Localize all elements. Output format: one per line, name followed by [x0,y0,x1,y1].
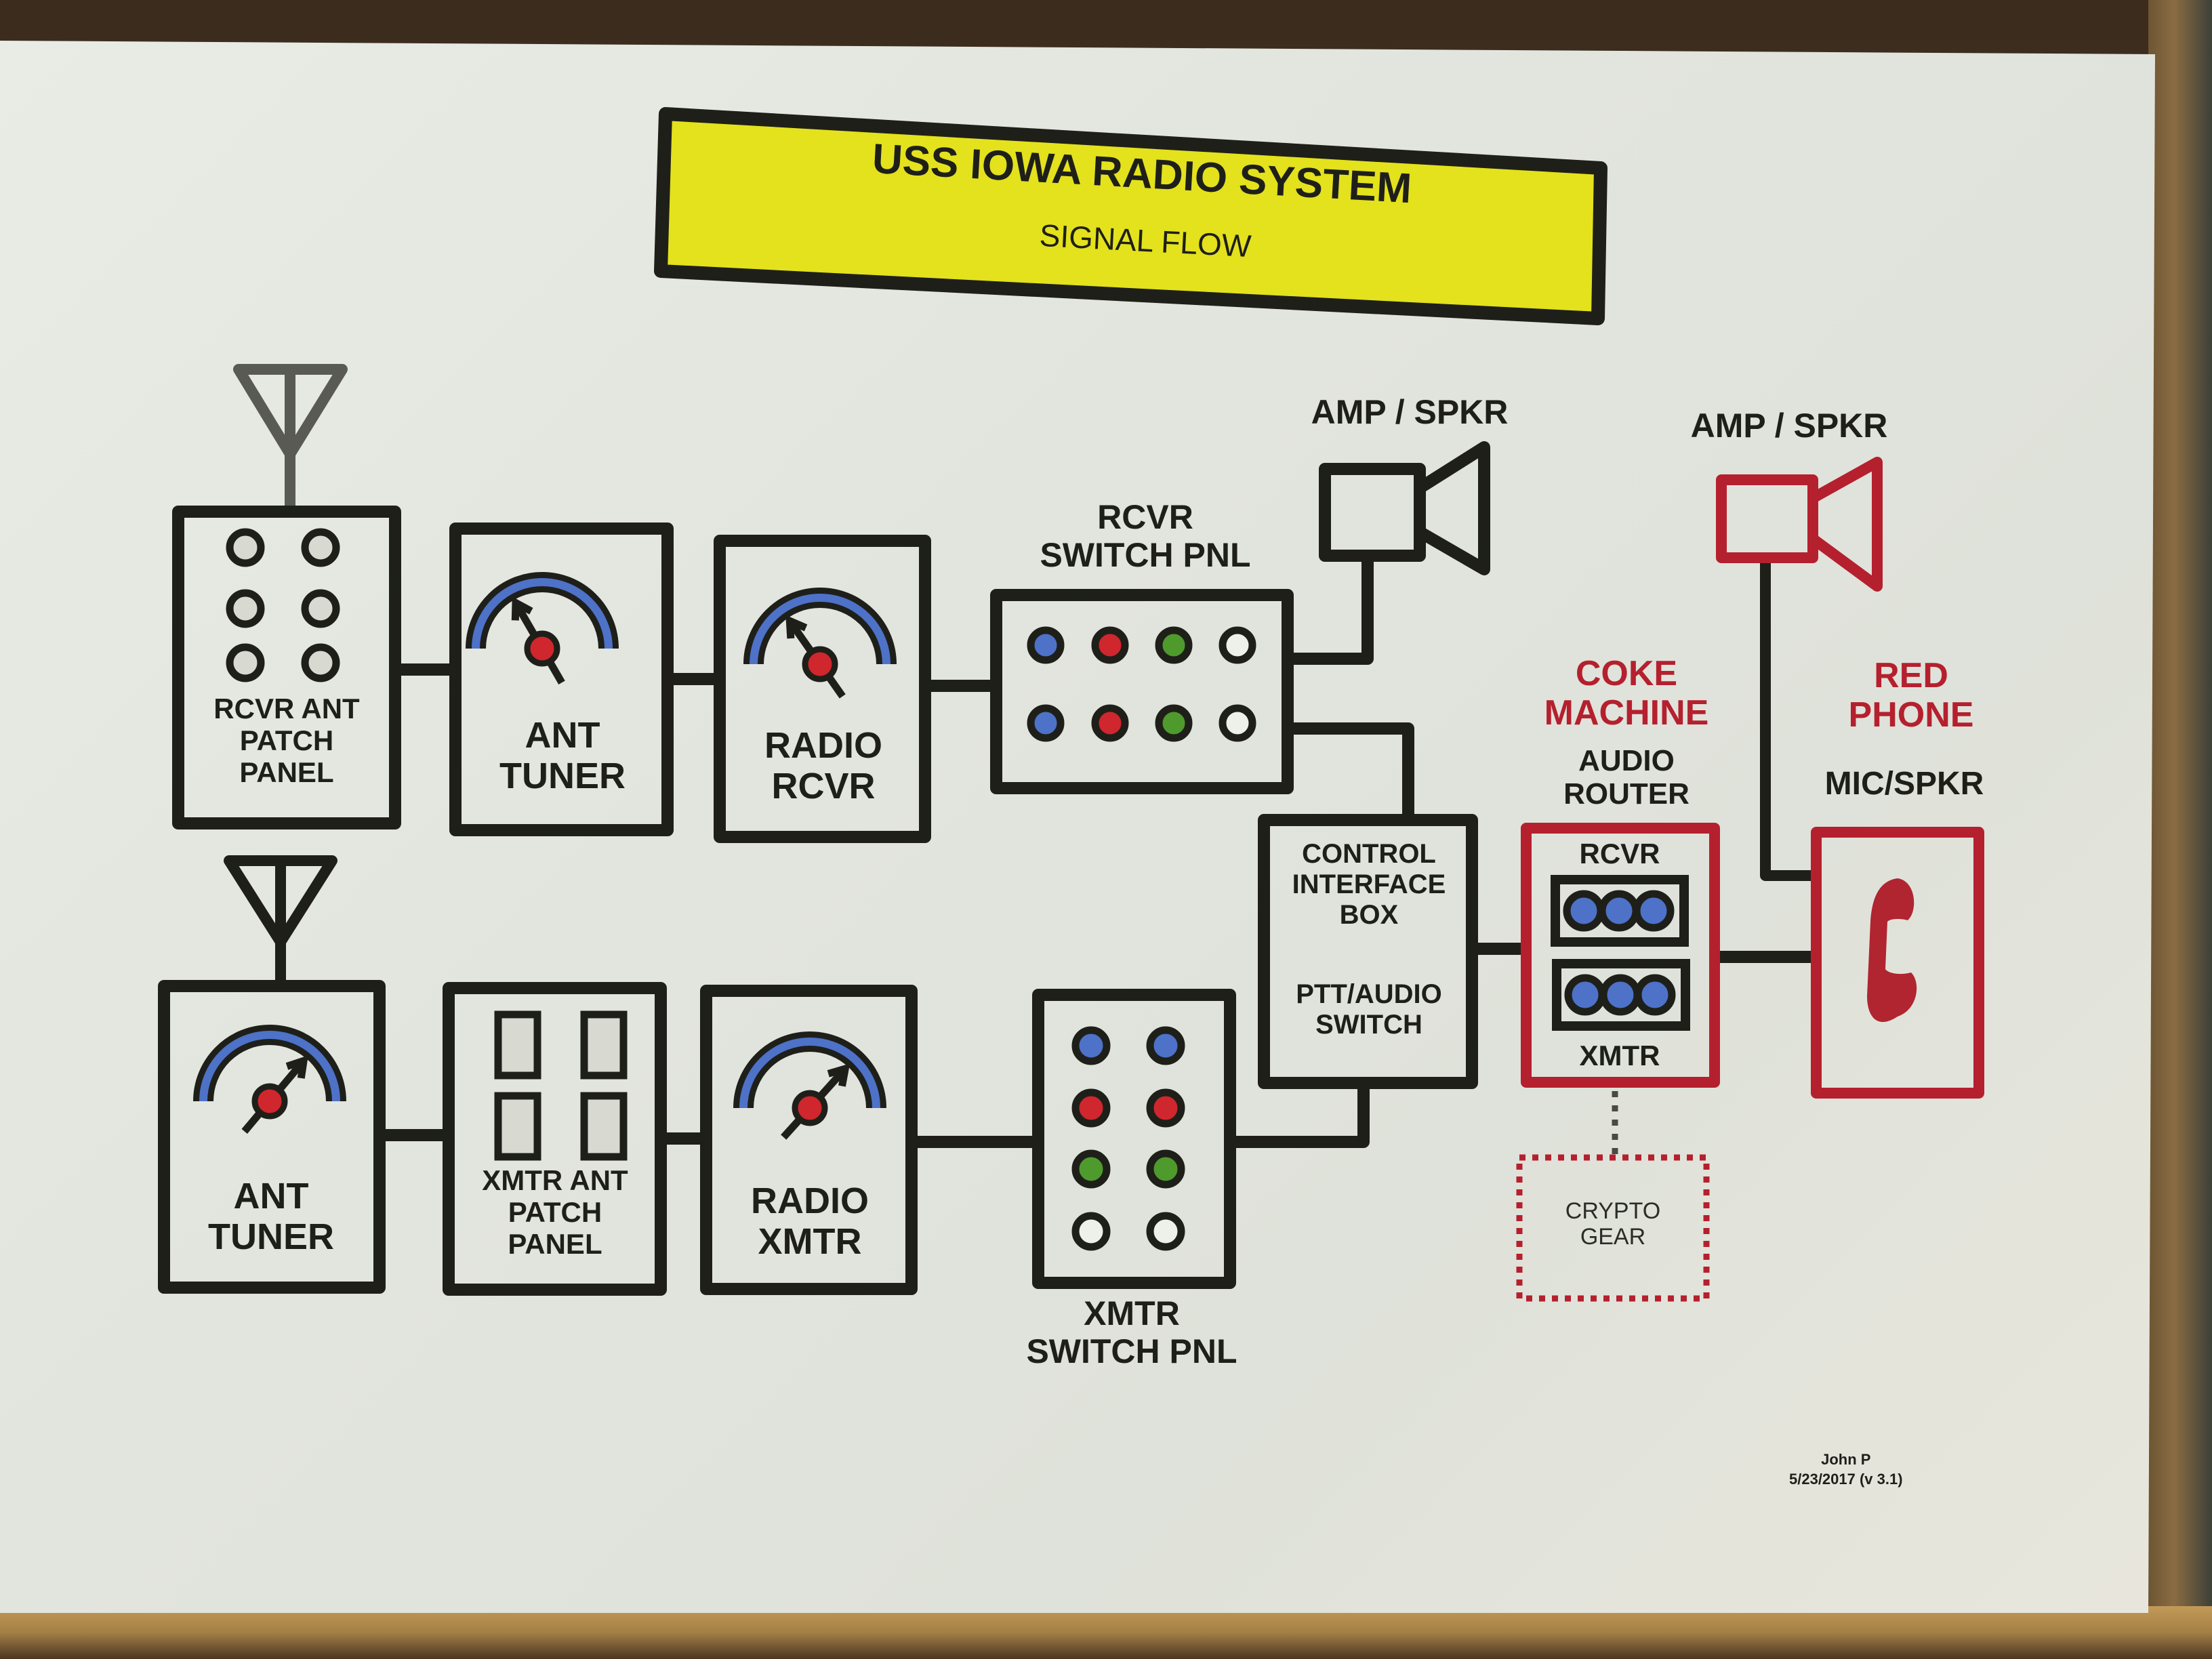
dial-icon-ant-tuner-rcvr [466,572,619,684]
control-interface-box-title: CONTROL INTERFACE BOX [1292,839,1446,930]
antenna-icon-receive [233,364,348,508]
switch-jack-green[interactable] [1071,1149,1111,1189]
wire-switch-to-amp [1288,556,1374,665]
corkboard-edge-right [2148,0,2212,1659]
radio-rcvr-box[interactable] [714,535,931,843]
radio-rcvr-label: RADIO RCVR [764,725,882,807]
mic-speaker-label: MIC/SPKR [1824,766,1984,802]
switch-jack-green[interactable] [1155,626,1193,664]
switch-jack-red[interactable] [1146,1088,1185,1128]
router-rcvr-label: RCVR [1579,838,1660,869]
title-banner-box [654,107,1607,325]
switch-jack-white[interactable] [1218,704,1256,742]
patch-socket[interactable] [494,1010,541,1080]
speaker-icon-amp [1319,441,1490,575]
xmtr-switch-panel-box[interactable] [1032,989,1236,1289]
radio-xmtr-box[interactable] [700,985,918,1295]
patch-jack[interactable] [226,643,265,682]
red-phone-title: RED PHONE [1848,656,1974,735]
corkboard-edge-bottom [0,1606,2212,1659]
patch-socket[interactable] [494,1092,541,1161]
switch-jack-blue[interactable] [1071,1026,1111,1065]
coke-machine-title: COKE MACHINE [1544,654,1709,733]
patch-jack[interactable] [301,528,340,567]
rcvr-switch-panel-label: RCVR SWITCH PNL [1040,498,1251,574]
router-jack[interactable] [1634,974,1676,1016]
dial-icon-radio-rcvr [743,588,897,699]
switch-jack-white[interactable] [1071,1212,1111,1251]
ant-tuner-rcvr-box[interactable] [449,523,674,836]
switch-jack-red[interactable] [1071,1088,1111,1128]
patch-jack[interactable] [226,589,265,628]
switch-jack-red[interactable] [1091,626,1129,664]
ant-tuner-rcvr-label: ANT TUNER [499,715,626,797]
rcvr-switch-jack-group [1027,626,1256,742]
ptt-audio-switch-label: PTT/AUDIO SWITCH [1296,979,1442,1040]
patch-jack[interactable] [301,643,340,682]
xmtr-patch-socket-group [494,1010,628,1161]
red-phone-box[interactable] [1811,827,1984,1099]
rcvr-switch-panel-box[interactable] [990,589,1294,794]
rcvr-ant-patch-panel-box[interactable] [172,506,401,830]
dial-knob[interactable] [802,646,838,682]
date-version: 5/23/2017 (v 3.1) [1789,1470,1903,1488]
wire-red-amp-to-phone [1760,559,1816,881]
router-rcvr-jack-strip [1551,875,1689,947]
antenna-icon-transmit [224,855,337,983]
router-jack[interactable] [1564,974,1606,1016]
switch-jack-blue[interactable] [1027,626,1065,664]
author-credit: John P 5/23/2017 (v 3.1) [1789,1450,1903,1489]
dial-knob[interactable] [792,1090,828,1126]
handset-icon [1867,878,1917,1023]
switch-jack-green[interactable] [1146,1149,1185,1189]
switch-jack-blue[interactable] [1146,1026,1185,1065]
switch-jack-white[interactable] [1218,626,1256,664]
router-jack[interactable] [1633,890,1675,932]
ant-tuner-xmtr-box[interactable] [158,980,386,1294]
ant-tuner-xmtr-label: ANT TUNER [208,1176,334,1258]
wire-switch-to-control [1288,722,1414,817]
dial-icon-ant-tuner-xmtr [193,1025,346,1134]
router-jack[interactable] [1563,890,1605,932]
author-name: John P [1821,1451,1871,1468]
router-jack[interactable] [1598,890,1640,932]
crypto-gear-box[interactable] [1516,1154,1710,1302]
xmtr-ant-patch-panel-box[interactable] [443,982,667,1296]
rcvr-patch-jack-group [226,528,340,682]
dial-knob[interactable] [524,630,560,667]
wire-switch-to-control-bottom [1230,1083,1370,1148]
patch-jack[interactable] [226,528,265,567]
switch-jack-green[interactable] [1155,704,1193,742]
xmtr-switch-panel-label: XMTR SWITCH PNL [1026,1294,1237,1370]
speaker-icon-red-amp [1716,457,1883,592]
dial-group [193,572,897,1140]
switch-jack-red[interactable] [1091,704,1129,742]
coke-machine-audio-router-box[interactable] [1521,823,1720,1088]
amp-speaker-label: AMP / SPKR [1311,393,1509,431]
dial-knob[interactable] [251,1083,288,1120]
red-amp-speaker-label: AMP / SPKR [1690,407,1888,445]
switch-jack-blue[interactable] [1027,704,1065,742]
router-xmtr-jack-strip [1552,959,1690,1031]
dial-icon-radio-xmtr [733,1031,886,1140]
router-jack[interactable] [1599,974,1641,1016]
rcvr-ant-patch-panel-label: RCVR ANT PATCH PANEL [213,693,360,789]
crypto-gear-label: CRYPTO GEAR [1565,1198,1661,1250]
switch-jack-white[interactable] [1146,1212,1185,1251]
patch-socket[interactable] [580,1092,628,1161]
xmtr-switch-jack-group [1071,1026,1185,1251]
radio-xmtr-label: RADIO XMTR [751,1181,869,1263]
router-xmtr-label: XMTR [1579,1040,1660,1071]
patch-socket[interactable] [580,1010,628,1080]
patch-jack[interactable] [301,589,340,628]
xmtr-ant-patch-panel-label: XMTR ANT PATCH PANEL [482,1164,628,1261]
audio-router-label: AUDIO ROUTER [1563,744,1689,811]
